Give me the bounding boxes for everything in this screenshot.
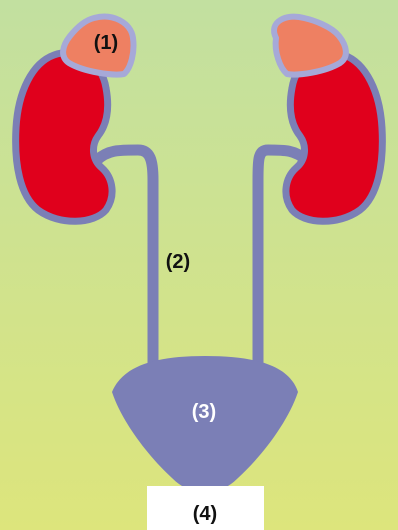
left-kidney (16, 52, 112, 221)
label-2: (2) (166, 251, 190, 273)
label-1: (1) (94, 32, 118, 54)
right-kidney (286, 52, 382, 221)
label-3: (3) (192, 401, 216, 423)
label-4: (4) (193, 503, 217, 525)
